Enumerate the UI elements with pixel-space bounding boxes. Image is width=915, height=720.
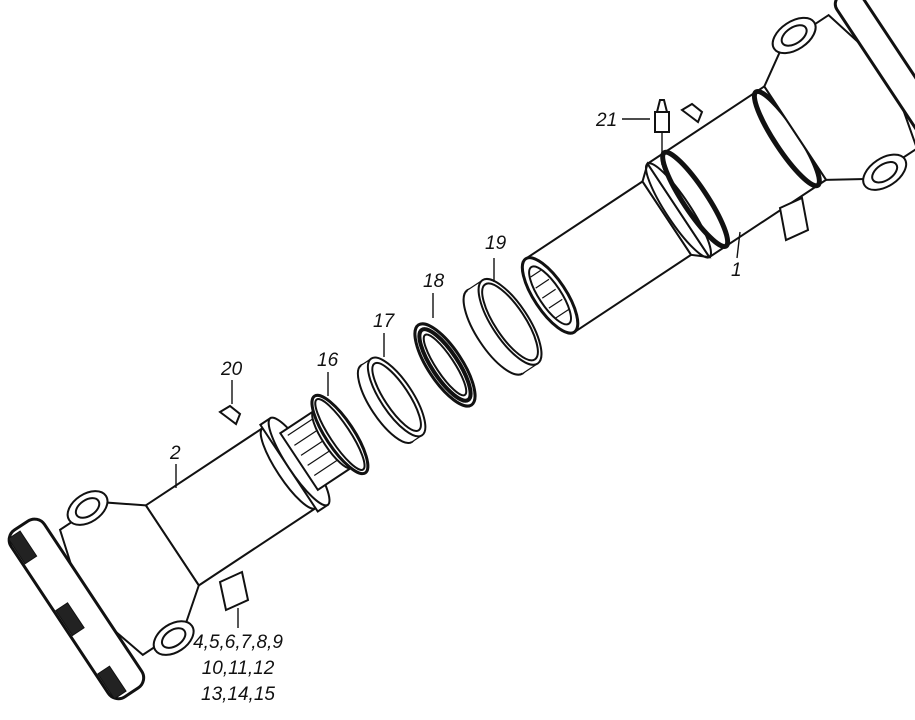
part-19-cover-ring: [462, 278, 543, 376]
clip-near-21: [680, 102, 704, 124]
part-1-sleeve-yoke: [520, 0, 915, 335]
callout-18: 18: [423, 271, 445, 292]
plate-lower: [218, 570, 250, 612]
callout-16: 16: [317, 350, 339, 371]
plate-upper: [778, 196, 810, 242]
part-20-clip: [218, 404, 242, 426]
callout-2: 2: [169, 443, 181, 464]
part-17-seal-ring: [356, 356, 427, 444]
part-21-grease-fitting: [654, 99, 670, 165]
callout-17: 17: [373, 311, 396, 332]
callout-19: 19: [485, 233, 507, 254]
callout-1: 1: [731, 260, 742, 281]
callout-group-line1: 4,5,6,7,8,9: [193, 632, 283, 653]
callout-group-line3: 13,14,15: [201, 684, 275, 705]
callout-group-line2: 10,11,12: [202, 658, 275, 679]
callout-20: 20: [220, 359, 243, 380]
part-16-o-ring: [310, 393, 370, 476]
part-18-seal: [413, 322, 477, 408]
leader-lines: [175, 118, 741, 628]
callout-21: 21: [595, 110, 617, 131]
